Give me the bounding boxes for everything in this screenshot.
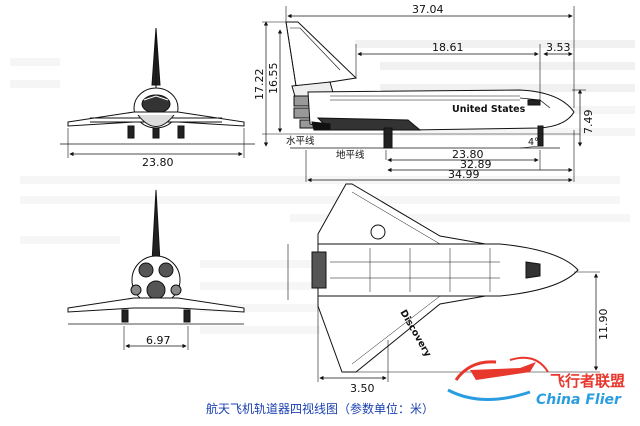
top-half-span-label: 11.90 [597,309,610,341]
overall-height-label: 17.22 [253,69,266,101]
angle-label: 4° [528,137,539,148]
nose-height-label: 7.49 [582,110,595,135]
figure-caption: 航天飞机轨道器四视线图（参数单位：米） [205,402,434,416]
side-34-99-label: 34.99 [448,168,480,181]
watermark-cn: 飞行者联盟 [550,372,625,390]
rear-view [67,189,245,350]
total-length-label: 37.04 [412,3,444,16]
front-span-label: 23.80 [142,156,174,169]
side-markings: United States [452,104,526,115]
front-view [60,27,255,158]
top-view [287,183,600,382]
ground-line-label: 地平线 [336,149,365,161]
watermark-logo [447,356,549,401]
watermark-en: China Flier [536,392,622,408]
side-view [262,6,586,183]
tail-offset-label: 3.53 [546,41,571,54]
wing-root-length-label: 18.61 [432,41,464,54]
horizontal-line-label: 水平线 [286,135,315,147]
rear-width-label: 6.97 [146,334,171,347]
top-3-50-label: 3.50 [350,382,375,395]
side-32-89-label: 32.89 [460,158,492,171]
height-2-label: 16.55 [267,63,280,95]
side-23-80-label: 23.80 [452,148,484,161]
